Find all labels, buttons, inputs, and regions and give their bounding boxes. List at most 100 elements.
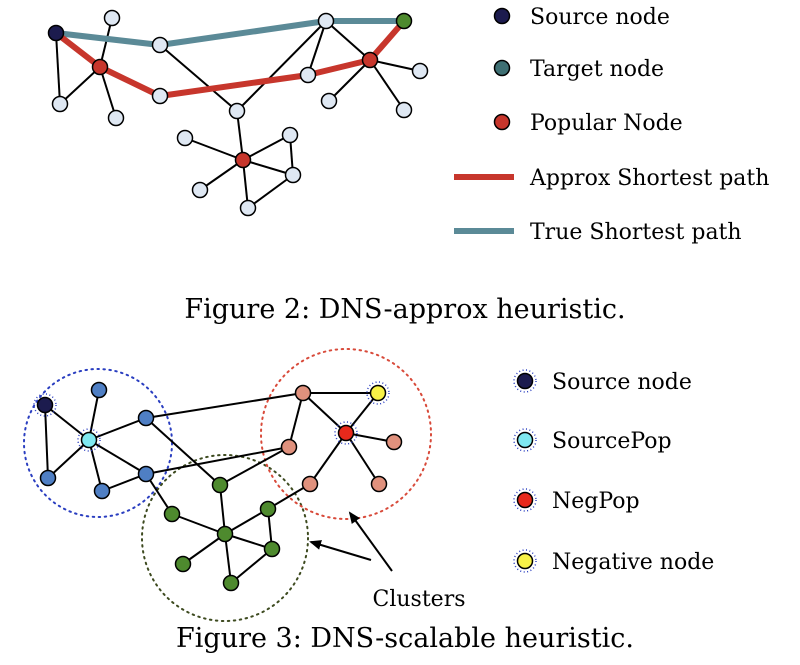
- legend-negative-node-icon: [516, 552, 534, 570]
- graph-node: [216, 525, 234, 543]
- cluster-red: [260, 348, 432, 520]
- graph-node: [299, 66, 317, 84]
- graph-node: [137, 465, 155, 483]
- edge: [55, 32, 61, 105]
- graph-node: [39, 469, 57, 487]
- graph-node: [174, 555, 192, 573]
- graph-node: [370, 475, 388, 493]
- edge: [182, 533, 226, 565]
- legend-label: Source node: [552, 370, 692, 395]
- edge: [145, 392, 304, 419]
- figure-3-graph: Clusters Source node SourcePop NegPop Ne…: [23, 348, 714, 654]
- legend-neg-pop-icon: [516, 491, 534, 509]
- edge: [219, 446, 290, 486]
- edge: [236, 20, 327, 112]
- graph-node: [176, 129, 194, 147]
- legend-label: SourcePop: [552, 429, 672, 454]
- edge: [159, 44, 238, 112]
- graph-node: [294, 384, 312, 402]
- approx-shortest-path: [53, 18, 407, 99]
- edge: [369, 59, 421, 72]
- edge: [242, 134, 291, 161]
- graph-node: [301, 475, 319, 493]
- popular-node: [234, 151, 252, 169]
- edge: [88, 417, 147, 441]
- legend-label: NegPop: [552, 489, 640, 514]
- edge: [369, 59, 405, 111]
- edge: [230, 548, 273, 584]
- legend-halo: [513, 428, 537, 452]
- graph-node: [151, 36, 169, 54]
- edge: [224, 508, 269, 535]
- figure-3-edges: [44, 389, 395, 584]
- edge: [47, 439, 90, 479]
- figure-2-caption: Figure 2: DNS-approx heuristic.: [184, 294, 625, 325]
- edge: [44, 404, 49, 479]
- edge: [88, 389, 100, 441]
- edge: [345, 432, 380, 485]
- graph-node: [239, 199, 257, 217]
- legend-label: True Shortest path: [530, 220, 742, 245]
- figure-3-nodes: [39, 381, 403, 592]
- edge: [309, 432, 347, 485]
- legend-halo: [513, 488, 537, 512]
- edge: [288, 392, 304, 448]
- neg-pop-node: [337, 424, 355, 442]
- edge: [88, 439, 147, 475]
- legend-label: Target node: [530, 57, 664, 82]
- edge: [325, 20, 371, 61]
- legend-source-node-icon: [516, 372, 534, 390]
- graph-node: [385, 433, 403, 451]
- edge: [307, 20, 327, 76]
- edge: [171, 513, 226, 535]
- legend-label: Popular Node: [530, 111, 683, 136]
- node-halo: [334, 421, 358, 445]
- graph-node: [90, 381, 108, 399]
- figure-2-nodes: [47, 9, 429, 217]
- popular-node: [91, 58, 109, 76]
- negative-node: [369, 384, 387, 402]
- graph-node: [320, 92, 338, 110]
- graph-node: [281, 126, 299, 144]
- edge: [44, 404, 90, 441]
- legend-label: Approx Shortest path: [529, 166, 769, 191]
- graph-node: [211, 476, 229, 494]
- source-node: [36, 396, 54, 414]
- graph-node: [191, 181, 209, 199]
- cluster-arrow: [309, 540, 372, 561]
- graph-node: [317, 12, 335, 30]
- clusters-label: Clusters: [373, 587, 466, 612]
- graph-node: [93, 482, 111, 500]
- graph-node: [411, 62, 429, 80]
- edge: [242, 159, 294, 176]
- source-node: [47, 24, 65, 42]
- node-halo: [366, 381, 390, 405]
- graph-node: [107, 109, 125, 127]
- edge: [184, 137, 244, 161]
- figure-3-legend: Source node SourcePop NegPop Negative no…: [513, 369, 714, 575]
- edge: [302, 392, 347, 434]
- graph-node: [284, 166, 302, 184]
- legend-label: Negative node: [552, 550, 714, 575]
- legend-target-node-icon: [493, 59, 511, 77]
- target-node: [395, 12, 413, 30]
- legend-source-node-icon: [493, 7, 511, 25]
- popular-node: [361, 51, 379, 69]
- cluster-arrow: [348, 511, 393, 572]
- figure-3-caption: Figure 3: DNS-scalable heuristic.: [176, 623, 634, 654]
- graph-node: [280, 438, 298, 456]
- figure-3-special-nodes: [33, 381, 390, 452]
- graph-node: [263, 540, 281, 558]
- edge: [345, 392, 379, 434]
- figure-2-graph: Source node Target node Popular Node App…: [47, 5, 769, 325]
- legend-halo: [513, 369, 537, 393]
- graph-node: [151, 87, 169, 105]
- legend-halo: [513, 549, 537, 573]
- edge: [199, 159, 244, 191]
- edge: [99, 17, 113, 68]
- graph-node: [228, 102, 246, 120]
- edge: [328, 59, 371, 102]
- node-halo: [77, 428, 101, 452]
- edge: [88, 439, 103, 492]
